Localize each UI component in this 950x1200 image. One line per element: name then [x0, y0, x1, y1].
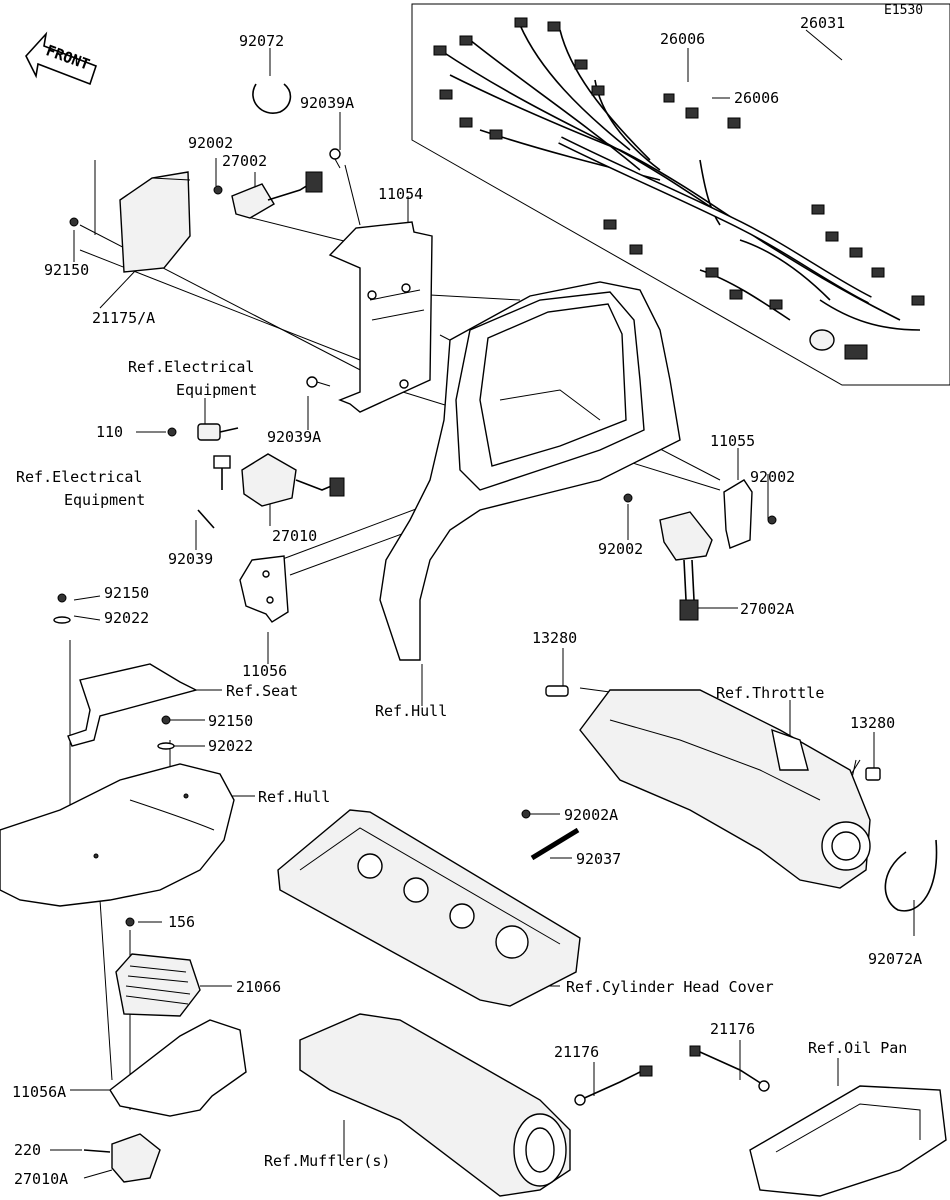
hull-body — [379, 281, 681, 661]
label-ref-electrical-2: Ref.Electrical — [16, 468, 142, 486]
callout-labels: 26031 26006 26006 92072 92039A 92002 270… — [12, 14, 922, 1188]
bracket-11055 — [623, 479, 777, 549]
throttle-body — [579, 689, 871, 889]
label-21175a: 21175/A — [92, 309, 155, 327]
bolt-92002a — [521, 809, 531, 819]
bracket-11056 — [239, 555, 289, 623]
pin-92039 — [197, 509, 215, 529]
diagram-code: E1530 — [884, 3, 923, 18]
label-21066: 21066 — [236, 978, 281, 996]
label-27002: 27002 — [222, 152, 267, 170]
label-92039a-mid: 92039A — [267, 428, 321, 446]
bolt-92150-low — [161, 715, 171, 725]
label-21176-a: 21176 — [554, 1043, 599, 1061]
label-11055: 11055 — [710, 432, 755, 450]
oil-pan — [749, 1085, 947, 1197]
tie-band-92072a-icon — [884, 839, 938, 912]
relay-27010 — [241, 453, 345, 507]
label-26006-a: 26006 — [660, 30, 705, 48]
clip-13280-a — [545, 685, 569, 697]
sensor-21176-b — [689, 1045, 770, 1092]
tie-band-icon — [252, 83, 292, 114]
label-ref-seat: Ref.Seat — [226, 682, 298, 700]
bolt-92150-mid — [57, 593, 67, 603]
label-156: 156 — [168, 913, 195, 931]
label-13280-a: 13280 — [532, 629, 577, 647]
label-13280-b: 13280 — [850, 714, 895, 732]
bolt-92039a-top — [329, 148, 341, 169]
cylinder-head-cover — [277, 809, 581, 1007]
label-92150-mid: 92150 — [104, 584, 149, 602]
label-92072a: 92072A — [868, 950, 922, 968]
relay-27010a — [111, 1133, 161, 1183]
bolt-92150-top — [69, 217, 79, 227]
label-92002-right: 92002 — [750, 468, 795, 486]
label-ref-throttle: Ref.Throttle — [716, 684, 824, 702]
label-92072: 92072 — [239, 32, 284, 50]
pin-220 — [83, 1149, 111, 1153]
label-92039: 92039 — [168, 550, 213, 568]
label-11054: 11054 — [378, 185, 423, 203]
label-26031: 26031 — [800, 14, 845, 32]
label-92002-top: 92002 — [188, 134, 233, 152]
harness-frame — [411, 3, 950, 386]
front-arrow: FRONT — [25, 31, 98, 86]
bolt-110 — [167, 427, 177, 437]
bracket-11056a — [109, 1019, 247, 1117]
label-26006-b: 26006 — [734, 89, 779, 107]
label-ref-mufflers: Ref.Muffler(s) — [264, 1152, 390, 1170]
label-110: 110 — [96, 423, 123, 441]
relay-27002a — [659, 511, 713, 621]
label-ref-cylinder-head-cover: Ref.Cylinder Head Cover — [566, 978, 774, 996]
label-27002a: 27002A — [740, 600, 794, 618]
label-27010a: 27010A — [14, 1170, 68, 1188]
washer-92022-mid — [53, 616, 71, 624]
label-92002a: 92002A — [564, 806, 618, 824]
gasket-92037 — [530, 827, 580, 861]
label-ref-electrical-1: Ref.Electrical — [128, 358, 254, 376]
ecu-21175a — [119, 171, 191, 273]
label-220: 220 — [14, 1141, 41, 1159]
relay-27002 — [231, 171, 323, 219]
bolt-92039a-mid — [306, 376, 331, 388]
label-ref-hull-2: Ref.Hull — [258, 788, 330, 806]
bolt-156 — [125, 917, 135, 927]
label-11056a: 11056A — [12, 1083, 66, 1101]
label-92002-left: 92002 — [598, 540, 643, 558]
bracket-11054 — [328, 221, 433, 413]
electrical-connector — [197, 423, 239, 490]
label-ref-oil-pan: Ref.Oil Pan — [808, 1039, 907, 1057]
parts — [0, 83, 947, 1197]
label-21176-b: 21176 — [710, 1020, 755, 1038]
label-92022-low: 92022 — [208, 737, 253, 755]
seat-bracket — [67, 663, 198, 747]
wire-harness — [433, 17, 925, 360]
sensor-21176-a — [574, 1065, 653, 1106]
label-equipment-1: Equipment — [176, 381, 257, 399]
label-92022-mid: 92022 — [104, 609, 149, 627]
washer-92022-low — [157, 742, 175, 750]
hull-lower — [0, 763, 235, 907]
label-27010: 27010 — [272, 527, 317, 545]
label-11056: 11056 — [242, 662, 287, 680]
label-equipment-2: Equipment — [64, 491, 145, 509]
clip-13280-b — [865, 767, 881, 781]
bolt-92002-top — [213, 185, 223, 195]
label-92150-low: 92150 — [208, 712, 253, 730]
label-ref-hull-1: Ref.Hull — [375, 702, 447, 720]
label-92039a-top: 92039A — [300, 94, 354, 112]
label-92037: 92037 — [576, 850, 621, 868]
regulator-21066 — [115, 953, 201, 1017]
muffler — [299, 1013, 571, 1197]
label-92150-top: 92150 — [44, 261, 89, 279]
